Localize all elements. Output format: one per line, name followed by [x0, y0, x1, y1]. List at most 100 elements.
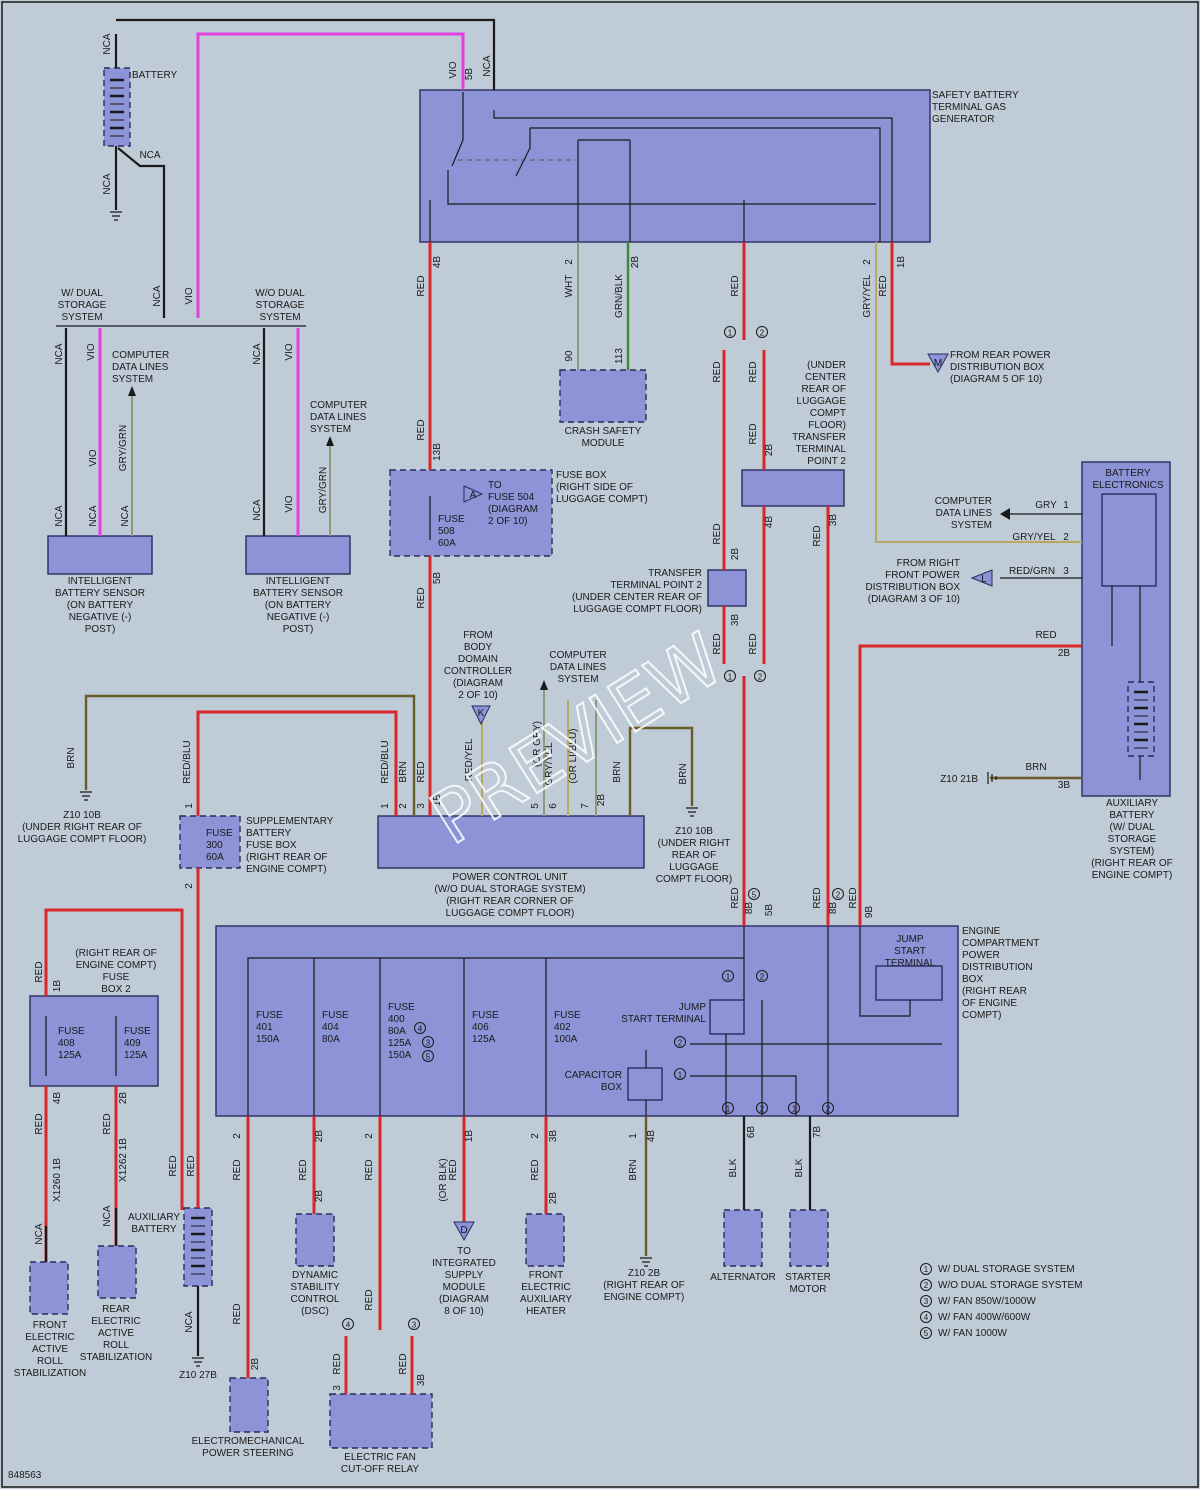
fuse-300-label-line-2: 60A	[206, 852, 224, 863]
jump-start-terminal-label-line-0: JUMP	[679, 1002, 707, 1013]
front-ears-label-line-3: ROLL	[37, 1356, 64, 1367]
battery-electronics-box	[1101, 493, 1157, 587]
under-center-label-line-5: FLOOR)	[808, 420, 846, 431]
alternator-box	[723, 1209, 763, 1267]
label-red-be: RED	[1035, 630, 1056, 641]
pcu-pin-2: 3	[416, 803, 427, 809]
cdl-battery-electronics-line-1: DATA LINES	[936, 508, 993, 519]
to-ism-label-line-0: TO	[457, 1246, 471, 1257]
jump-start-terminal-inner	[709, 999, 745, 1035]
ecpdb-label-line-5: (RIGHT REAR	[962, 986, 1027, 997]
capacitor-box	[627, 1067, 663, 1101]
transfer-tp2-label-line-3: LUGGAGE COMPT FLOOR)	[573, 604, 702, 615]
wire-top-nca	[116, 18, 496, 90]
legend-circle	[920, 1311, 932, 1323]
connector-letter-0: A	[470, 490, 477, 501]
ecpdb-label-line-3: DISTRIBUTION	[962, 962, 1033, 973]
fuse-label-4-line-0: FUSE	[554, 1010, 581, 1021]
wire-label-106: 3	[332, 1385, 343, 1391]
under-center-label-line-8: POINT 2	[807, 456, 846, 467]
fuse-label-0-line-0: FUSE	[256, 1010, 283, 1021]
ibs-left-label-line-1: BATTERY SENSOR	[55, 588, 145, 599]
ecpdb-bus	[247, 957, 744, 1116]
wire-label-76: NCA	[34, 1223, 45, 1244]
from-bdc-label-line-2: DOMAIN	[458, 654, 498, 665]
battery-electronics-inputs	[1000, 513, 1082, 579]
legend-circle	[920, 1263, 932, 1275]
from-right-front-label-line-3: (DIAGRAM 3 OF 10)	[868, 594, 960, 605]
aux-battery-left-label-line-1: BATTERY	[131, 1224, 177, 1235]
wo-dual-label-line-0: W/O DUAL	[255, 288, 305, 299]
gen-squibs	[577, 139, 631, 242]
wire-label-104: 2B	[250, 1358, 261, 1371]
wire-redblu	[196, 710, 398, 816]
wire-label-83: RED	[298, 1159, 309, 1180]
wire-label-44: GRY/YEL	[862, 274, 873, 318]
wire-label-45: 2	[862, 259, 873, 265]
aux-heater-box	[525, 1213, 565, 1267]
wire-label-100: 6B	[746, 1126, 757, 1139]
dsc-label-line-0: DYNAMIC	[292, 1270, 338, 1281]
ibs-right-label-line-3: NEGATIVE (-)	[267, 612, 330, 623]
fuse-label-2-line-3: 125A	[388, 1038, 412, 1049]
from-rear-pdb-label-line-0: FROM REAR POWER	[950, 350, 1051, 361]
starter-label-line-1: MOTOR	[789, 1284, 826, 1295]
wire-red-fan-branches	[344, 1336, 414, 1394]
variant-circle	[722, 970, 734, 982]
under-center-label-line-0: (UNDER	[807, 360, 846, 371]
ground-battery	[110, 211, 122, 221]
wo-dual-label-line-2: SYSTEM	[259, 312, 300, 323]
capacitor-box-label-line-1: BOX	[601, 1082, 622, 1093]
from-bdc-label-line-1: BODY	[464, 642, 493, 653]
ibs-left-label-line-3: NEGATIVE (-)	[69, 612, 132, 623]
safety-battery-label-line-0: SAFETY BATTERY	[932, 90, 1019, 101]
jump-start-terminal-label-line-1: START TERMINAL	[621, 1014, 706, 1025]
wire-label-12: NCA	[88, 505, 99, 526]
variant-number: 2	[758, 673, 763, 682]
fuse-label-0-line-2: 150A	[256, 1034, 280, 1045]
ibs-left-label-line-2: (ON BATTERY	[67, 600, 134, 611]
pcu-label-line-1: (W/O DUAL STORAGE SYSTEM)	[434, 884, 585, 895]
under-center-label-line-6: TRANSFER	[792, 432, 846, 443]
legend-text: W/O DUAL STORAGE SYSTEM	[938, 1280, 1082, 1291]
ibs-left-box	[47, 535, 153, 575]
crash-safety-label-line-1: MODULE	[582, 438, 625, 449]
rear-ears-label-line-4: STABILIZATION	[80, 1352, 152, 1363]
connector-d	[453, 1221, 475, 1242]
variant-number: 2	[826, 1105, 831, 1114]
fusebox2-lines	[45, 1016, 117, 1076]
wire-label-78: RED	[168, 1155, 179, 1176]
wire-brn-z10-10b	[84, 694, 416, 816]
pcu-label-line-2: (RIGHT REAR CORNER OF	[446, 896, 574, 907]
wire-label-58: BRN	[678, 763, 689, 784]
to-fuse-504-label-line-2: (DIAGRAM	[488, 504, 538, 515]
label-redgrn: RED/GRN	[1009, 566, 1055, 577]
pcu-label-line-3: LUGGAGE COMPT FLOOR)	[446, 908, 575, 919]
wire-gryyel	[875, 242, 1082, 543]
front-ears-label-line-2: ACTIVE	[32, 1344, 68, 1355]
jump-start-box-label-line-0: JUMP	[896, 934, 924, 945]
under-center-label-line-4: COMPT	[810, 408, 846, 419]
starter-label-line-0: STARTER	[785, 1272, 831, 1283]
fuse-label-3-line-2: 125A	[472, 1034, 496, 1045]
legend-circle	[920, 1327, 932, 1339]
ground-z10-10b-right	[686, 807, 698, 817]
wire-label-88: RED	[364, 1289, 375, 1310]
cdl-pcu-line-0: COMPUTER	[549, 650, 606, 661]
fuse-label-2-line-2: 80A	[388, 1026, 406, 1037]
ecpdb-right-lines	[743, 926, 911, 1116]
wire-label-87: 2	[364, 1133, 375, 1139]
z10-2b-label-line-1: (RIGHT REAR OF	[603, 1280, 684, 1291]
wire-label-86: RED	[364, 1159, 375, 1180]
aux-battery-right-label-line-4: SYSTEM)	[1110, 846, 1154, 857]
fuse-label-2-line-4: 150A	[388, 1050, 412, 1061]
wire-label-31: RED	[730, 275, 741, 296]
dsc-label-line-2: CONTROL	[291, 1294, 340, 1305]
cdl-pcu-line-1: DATA LINES	[550, 662, 607, 673]
wire-label-43: RED	[748, 633, 759, 654]
gen-line-a	[530, 127, 881, 242]
z10-2b-label-line-2: ENGINE COMPT)	[604, 1292, 685, 1303]
wire-label-57: BRN	[612, 761, 623, 782]
